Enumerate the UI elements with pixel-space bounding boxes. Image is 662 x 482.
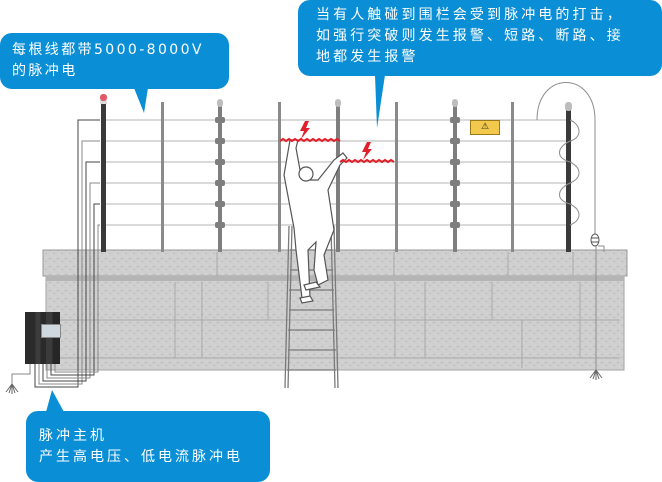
intruder-figure: [283, 139, 348, 304]
callout-tails: [46, 75, 385, 412]
lightning-bolt-icon: [300, 121, 372, 160]
callout-alarm-line-2: 如强行突破则发生报警、短路、断路、接: [316, 28, 624, 44]
ground-rod-right-icon: [589, 369, 603, 380]
callout-voltage-line-1: 每根线都带5000-8000V: [12, 42, 204, 58]
pulse-host-device: [25, 312, 61, 364]
ground-rod-left-icon: [5, 383, 19, 394]
fence-posts: [100, 94, 572, 252]
warning-triangle-icon: ⚠: [480, 122, 490, 132]
callout-host-line-2: 产生高电压、低电流脉冲电: [39, 449, 243, 465]
callout-alarm-line-3: 地都发生报警: [316, 49, 419, 65]
warning-sign: ⚠: [470, 120, 500, 135]
callout-alarm-line-1: 当有人触碰到围栏会受到脉冲电的打击，: [316, 7, 624, 23]
right-insulator: [590, 233, 600, 247]
callout-alarm: 当有人触碰到围栏会受到脉冲电的打击， 如强行突破则发生报警、短路、断路、接 地都…: [298, 0, 662, 76]
callout-pulse-host: 脉冲主机 产生高电压、低电流脉冲电: [26, 411, 270, 482]
callout-voltage: 每根线都带5000-8000V 的脉冲电: [0, 33, 229, 89]
terminal-loops: [536, 82, 605, 380]
shock-indicators: [279, 137, 395, 164]
host-display: [41, 324, 61, 338]
host-cables: [11, 119, 100, 388]
callout-host-line-1: 脉冲主机: [39, 428, 107, 444]
callout-voltage-line-2: 的脉冲电: [12, 63, 78, 79]
